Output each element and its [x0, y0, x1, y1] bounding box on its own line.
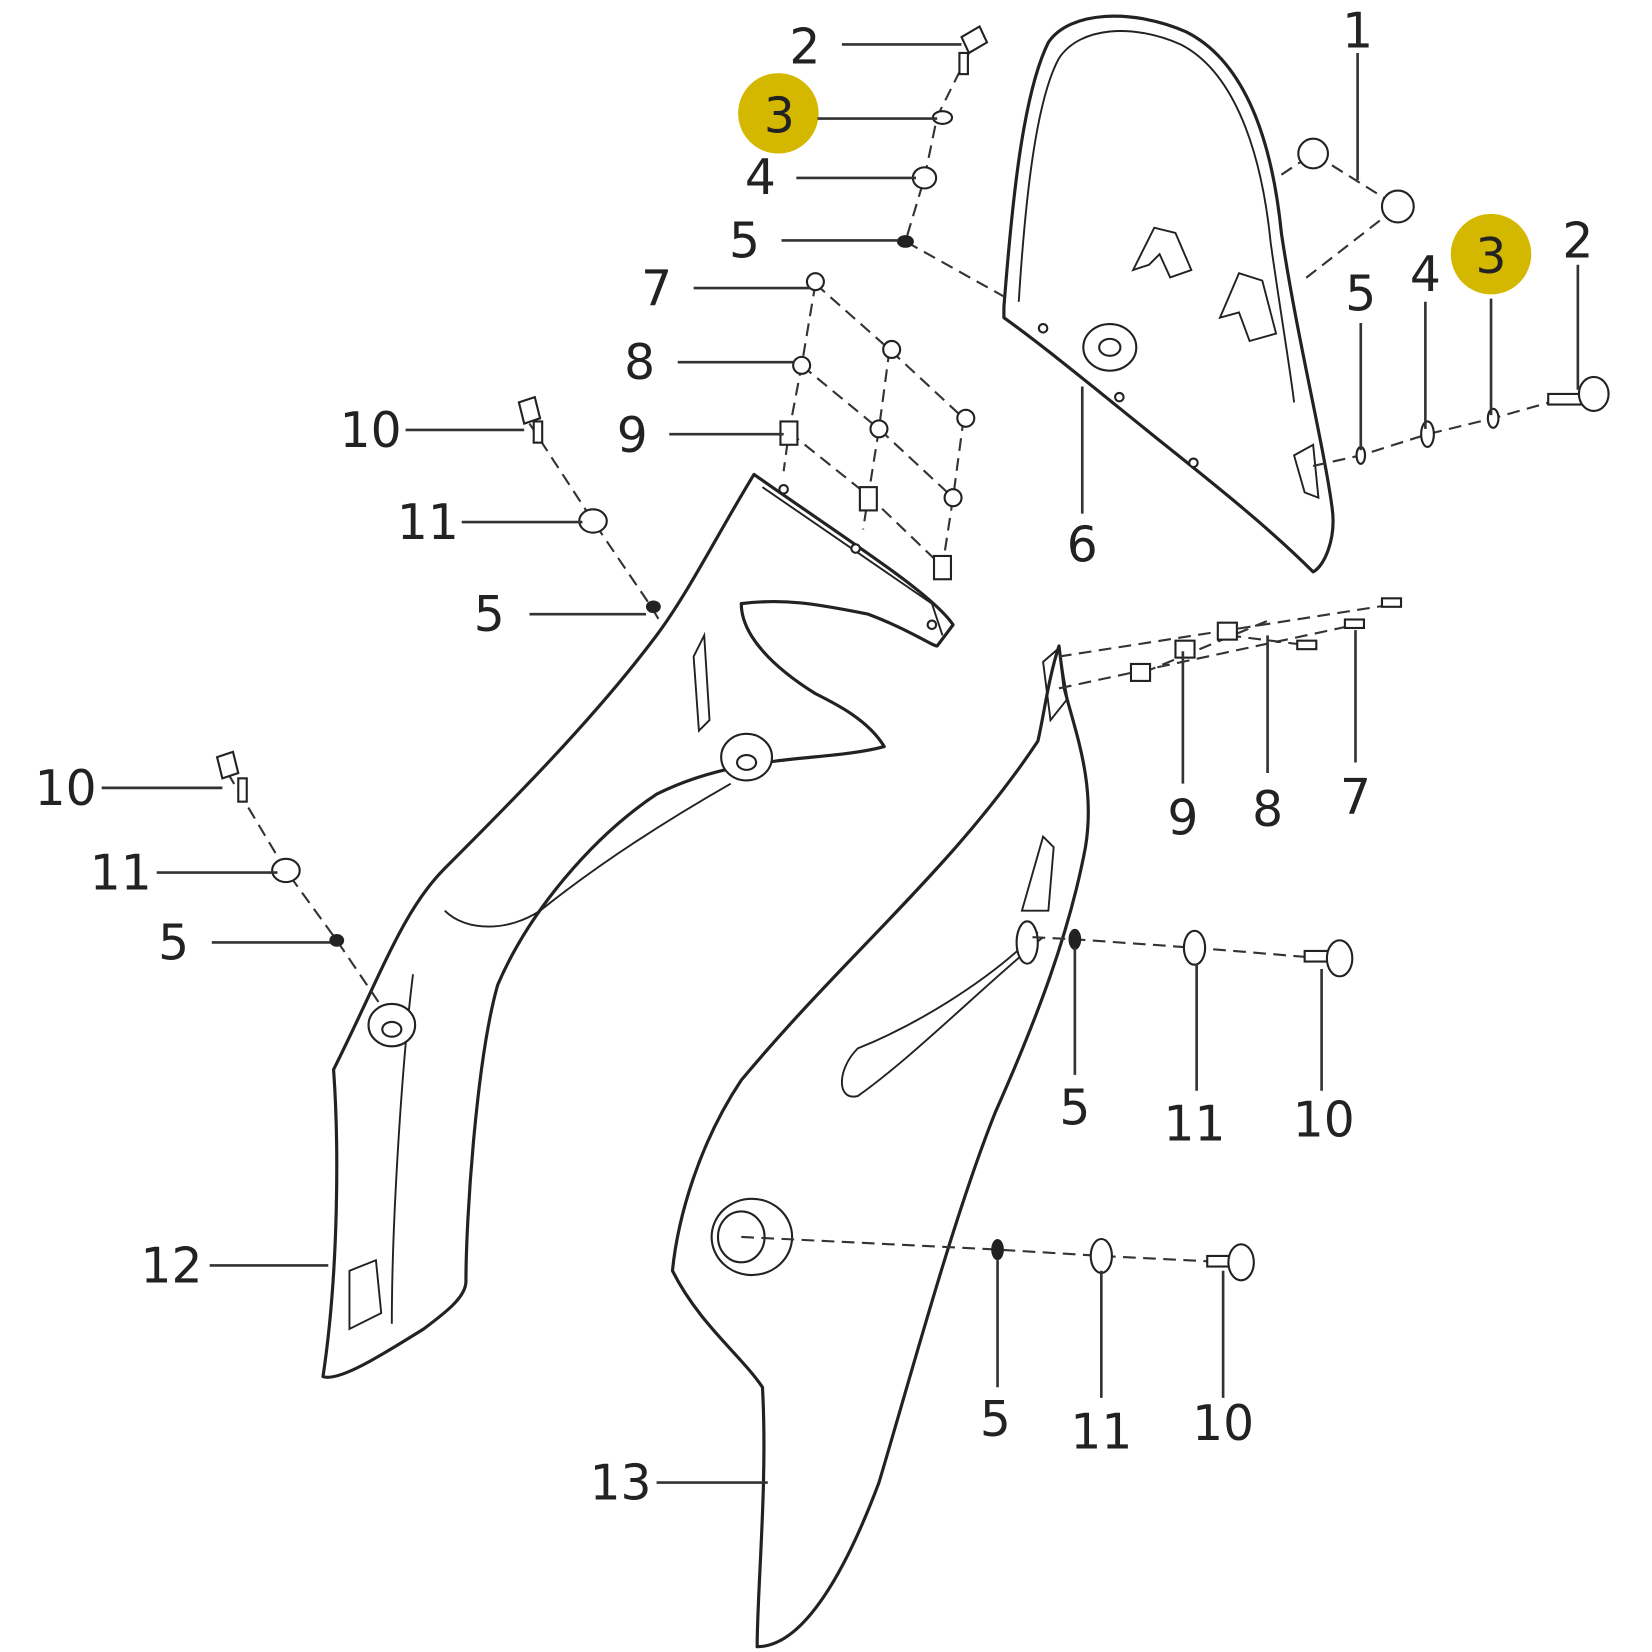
callout-6: 6: [1067, 517, 1098, 573]
highlight-callout-3-right: [1450, 213, 1532, 295]
callout-5: 5: [980, 1392, 1011, 1448]
highlight-callout-3-top: [738, 73, 819, 154]
assembly-lines: [226, 52, 1557, 1264]
windscreen-part: [1002, 14, 1335, 574]
callout-2: 2: [789, 20, 820, 76]
callout-labels: 2 3 4 5 7 8 9 1 6 5 4 3 2 10 11 5 10 11 …: [35, 4, 1594, 1512]
right-cowl-part: [670, 644, 1090, 1649]
callout-12: 12: [141, 1238, 203, 1294]
clips-mid: [1129, 597, 1403, 682]
callout-11: 11: [1164, 1097, 1226, 1153]
callout-4: 4: [1410, 247, 1441, 303]
callout-2: 2: [1562, 213, 1593, 269]
callout-8: 8: [624, 335, 655, 391]
callout-13: 13: [590, 1456, 652, 1512]
callout-4: 4: [745, 150, 776, 206]
callout-5: 5: [729, 213, 760, 269]
callout-11: 11: [90, 846, 152, 902]
callout-10: 10: [1192, 1396, 1254, 1452]
callout-5: 5: [1345, 266, 1376, 322]
callout-8: 8: [1252, 782, 1283, 838]
clips-top: [779, 272, 976, 581]
leader-lines: [101, 43, 1580, 1484]
callout-5: 5: [474, 587, 505, 643]
callout-5: 5: [158, 915, 189, 971]
callout-1: 1: [1342, 4, 1373, 60]
callout-3: 3: [1476, 229, 1507, 285]
callout-9: 9: [617, 408, 648, 464]
callout-9: 9: [1167, 790, 1198, 846]
callout-10: 10: [1293, 1092, 1355, 1148]
callout-7: 7: [1340, 769, 1371, 825]
callout-10: 10: [340, 403, 402, 459]
callout-7: 7: [641, 261, 672, 317]
callout-11: 11: [1070, 1405, 1132, 1461]
callout-10: 10: [35, 761, 97, 817]
callout-5: 5: [1059, 1081, 1090, 1137]
left-cowl-part: [321, 472, 955, 1379]
callout-3: 3: [764, 88, 795, 144]
callout-11: 11: [397, 495, 459, 551]
